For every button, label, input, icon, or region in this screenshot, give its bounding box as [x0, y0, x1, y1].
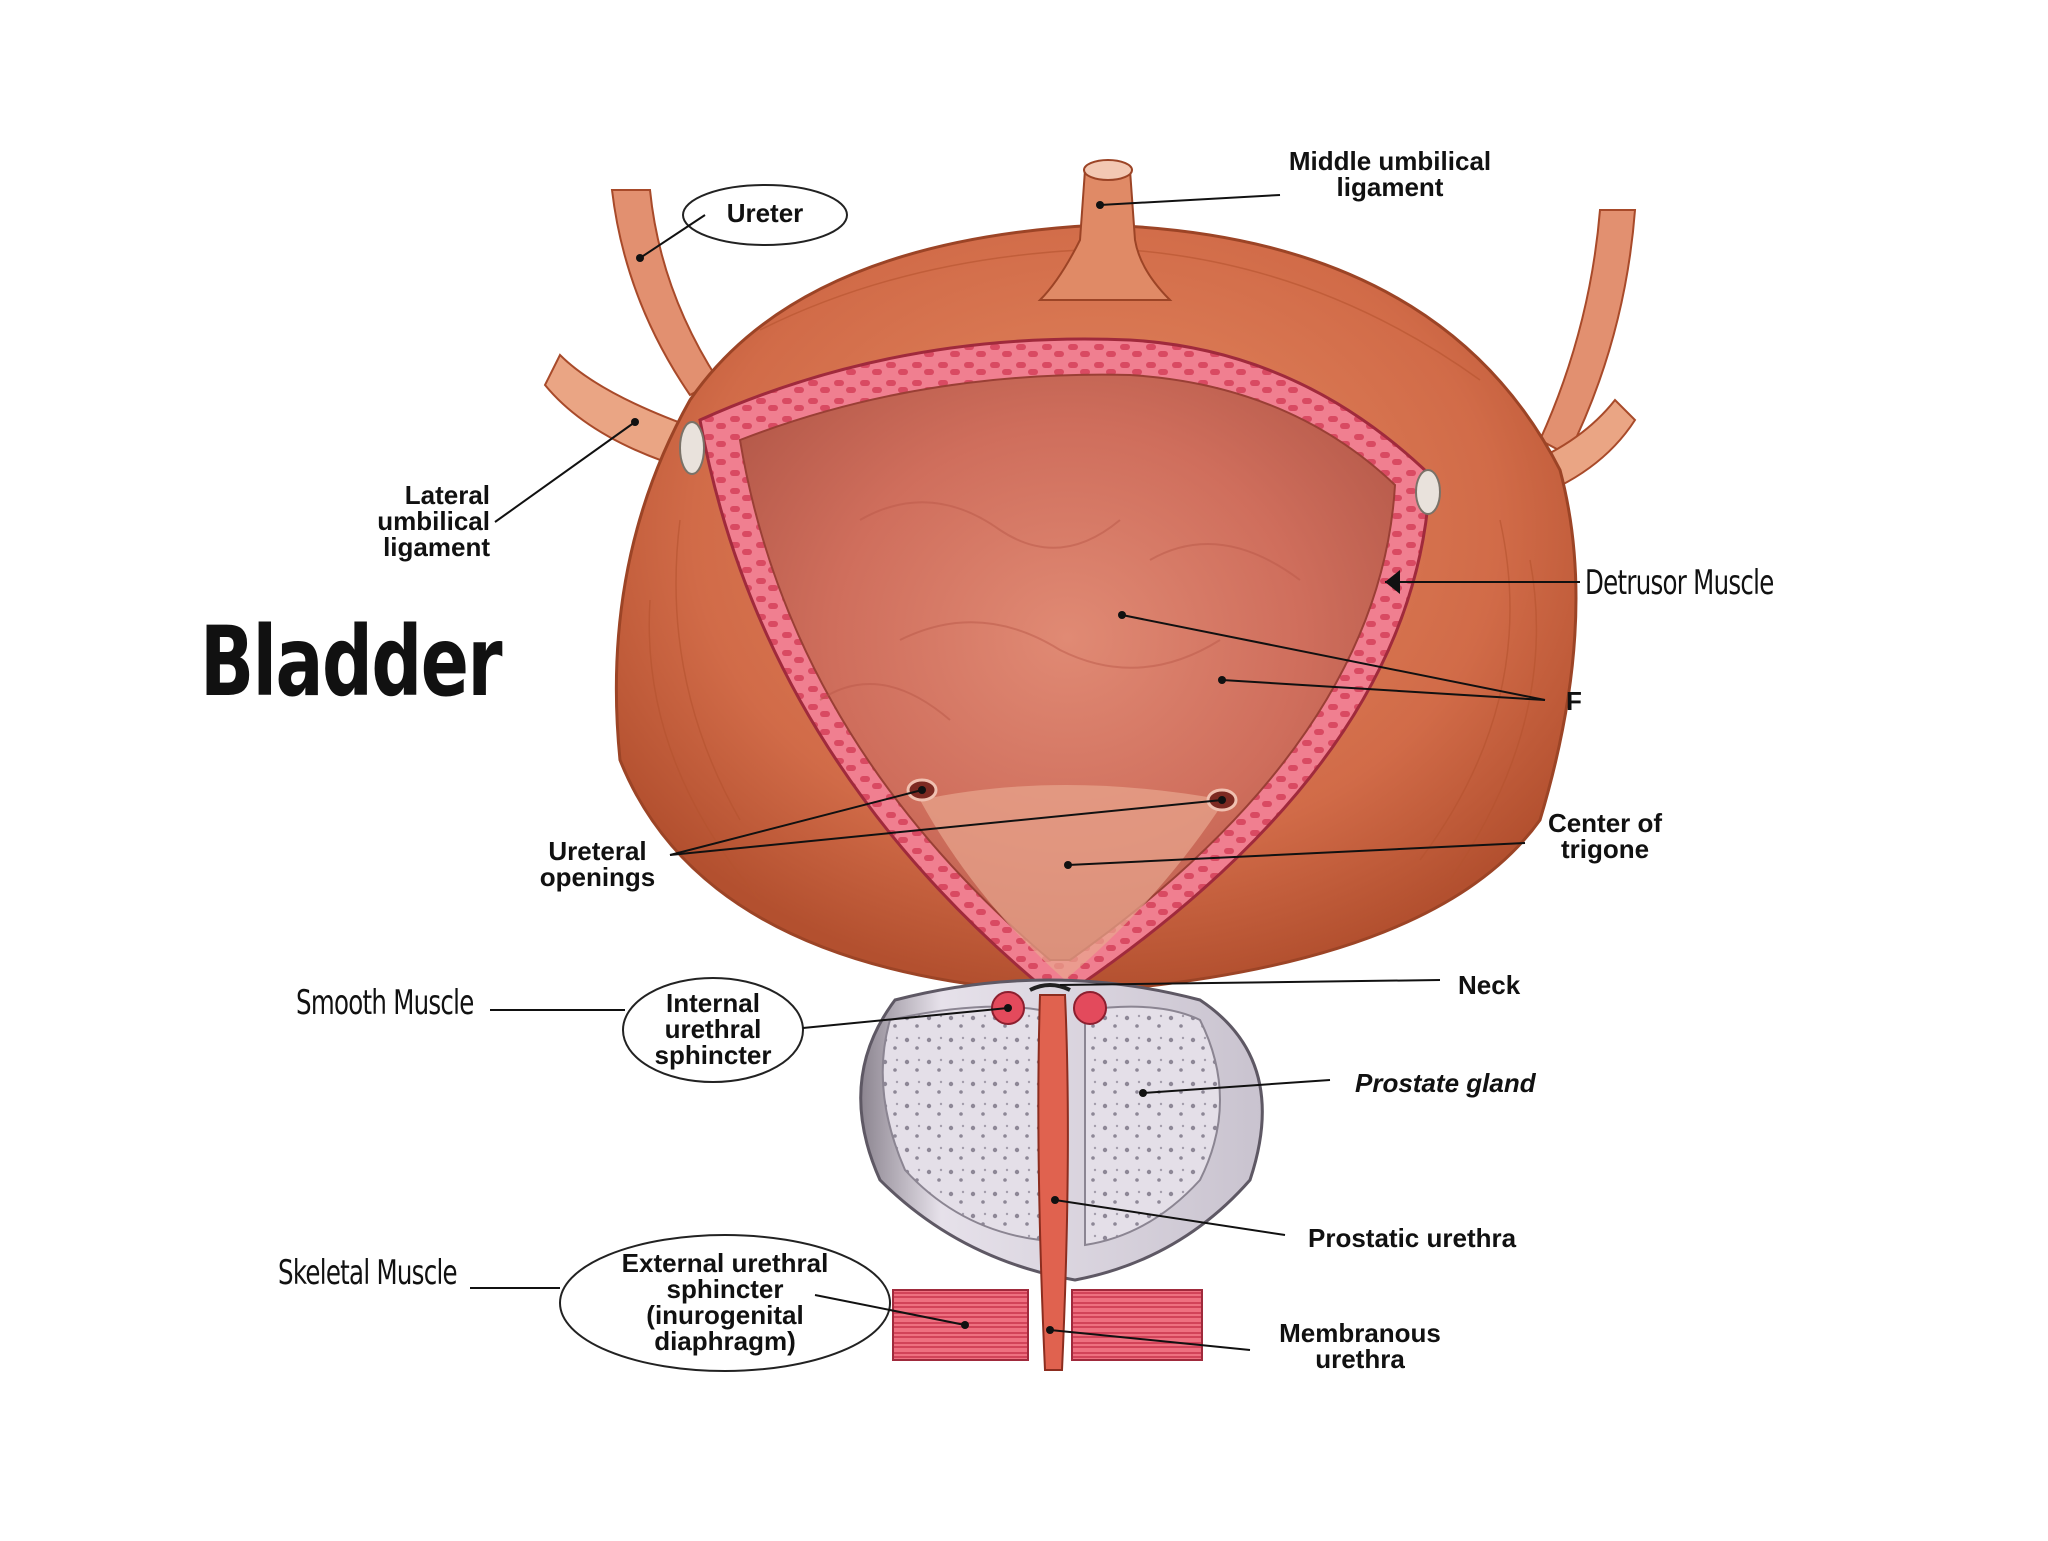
- label-ureteral-openings: Ureteral openings: [539, 836, 656, 892]
- urethra: [1037, 994, 1069, 1371]
- bladder-cavity: [738, 373, 1397, 961]
- detrusor-arrow-icon: [1385, 570, 1400, 594]
- label-middle-umbilical-ligament: Middle umbilical ligament: [1288, 146, 1492, 202]
- label-skeletal-muscle: Skeletal Muscle: [278, 1253, 458, 1293]
- leader-lines: [470, 194, 1580, 1351]
- label-center-of-trigone: Center of trigone: [1547, 808, 1663, 864]
- label-neck: Neck: [1458, 970, 1521, 1000]
- internal-sphincter-outline: [622, 977, 804, 1083]
- skeletal-muscle-right: [1071, 1289, 1203, 1361]
- internal-sphincter-right: [1073, 991, 1107, 1025]
- middle-umbilical-tip: [1083, 159, 1133, 181]
- label-smooth-muscle: Smooth Muscle: [296, 983, 474, 1023]
- trigone: [920, 785, 1225, 980]
- label-internal-urethral-sphincter: Internal urethral sphincter: [654, 988, 772, 1070]
- right-ureter-cut: [1415, 469, 1441, 515]
- label-lateral-umbilical-ligament: Lateral umbilical ligament: [377, 480, 490, 562]
- label-prostatic-urethra: Prostatic urethra: [1308, 1223, 1517, 1253]
- rugae: [819, 501, 1301, 721]
- prostate-left-lobe: [881, 1005, 1041, 1242]
- prostate-right-lobe: [1084, 1005, 1221, 1247]
- muscle-fibers: [648, 249, 1538, 901]
- label-ureter: Ureter: [726, 198, 804, 228]
- label-f: F: [1566, 686, 1582, 716]
- leader-dots: [631, 201, 1226, 1334]
- middle-umbilical-ligament: [1037, 169, 1173, 301]
- left-ureter-cut: [679, 421, 705, 475]
- label-prostate-gland: Prostate gland: [1355, 1068, 1536, 1098]
- label-membranous-urethra: Membranous urethra: [1279, 1318, 1441, 1374]
- bladder-neck: [1029, 983, 1071, 992]
- label-detrusor-muscle: Detrusor Muscle: [1585, 563, 1774, 603]
- diagram-title: Bladder: [200, 606, 502, 718]
- external-sphincter-outline: [559, 1234, 891, 1372]
- label-external-urethral-sphincter: External urethral sphincter (inurogenita…: [621, 1248, 829, 1356]
- ureter-label-outline: [682, 184, 848, 246]
